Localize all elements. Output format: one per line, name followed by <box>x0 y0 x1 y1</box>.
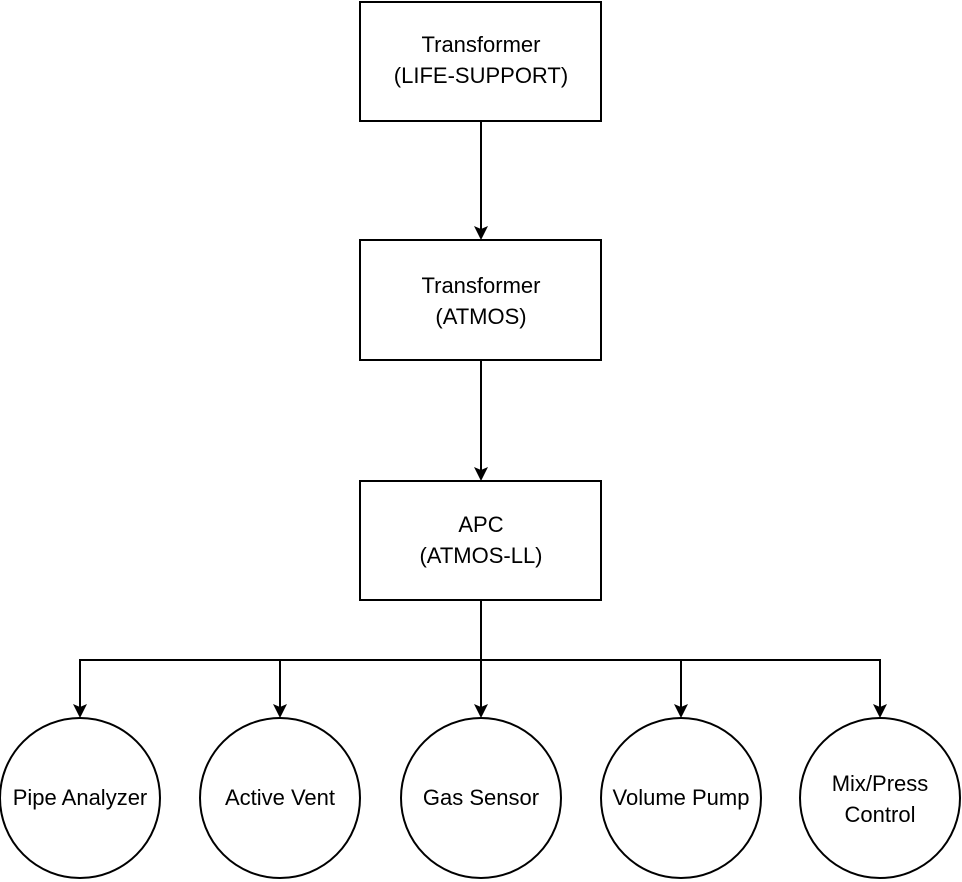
edge-apc-to-bus <box>79 600 881 661</box>
node-label-line2: (LIFE-SUPPORT) <box>394 63 568 88</box>
edge-apc-to-volume-pump <box>674 660 688 718</box>
arrowhead-icon <box>674 704 688 718</box>
node-label-line1: Gas Sensor <box>423 785 539 810</box>
node-label-line2: (ATMOS-LL) <box>419 543 542 568</box>
node-circle[interactable] <box>0 717 161 879</box>
node-mix-press-control[interactable]: Mix/Press Control <box>799 717 961 879</box>
node-apc-atmos-ll[interactable]: APC (ATMOS-LL) <box>359 480 602 601</box>
node-layer-rectangles: Transformer (LIFE-SUPPORT) Transformer (… <box>359 1 602 601</box>
edge-atmos-to-apc <box>474 360 488 481</box>
node-rect[interactable] <box>359 480 602 601</box>
node-rect[interactable] <box>359 1 602 122</box>
arrowhead-icon <box>474 704 488 718</box>
node-label-line1: APC <box>458 512 503 537</box>
arrowhead-icon <box>474 467 488 481</box>
edge-apc-to-active-vent <box>273 660 287 718</box>
node-label-line1: Volume Pump <box>613 785 750 810</box>
node-gas-sensor[interactable]: Gas Sensor <box>400 717 562 879</box>
edge-apc-to-gas-sensor <box>474 660 488 718</box>
node-pipe-analyzer[interactable]: Pipe Analyzer <box>0 717 161 879</box>
node-volume-pump[interactable]: Volume Pump <box>600 717 762 879</box>
node-label-line1: Pipe Analyzer <box>13 785 148 810</box>
node-rect[interactable] <box>359 239 602 361</box>
node-label-line1: Mix/Press <box>832 771 929 796</box>
node-circle[interactable] <box>799 717 961 879</box>
edge-lifesupport-to-atmos <box>474 121 488 240</box>
node-label-line1: Transformer <box>422 32 541 57</box>
node-circle[interactable] <box>400 717 562 879</box>
arrowhead-icon <box>873 704 887 718</box>
node-label-line2: Control <box>845 802 916 827</box>
arrowhead-icon <box>474 226 488 240</box>
node-label-line1: Active Vent <box>225 785 335 810</box>
node-transformer-atmos[interactable]: Transformer (ATMOS) <box>359 239 602 361</box>
arrowhead-icon <box>273 704 287 718</box>
node-label-line1: Transformer <box>422 273 541 298</box>
node-transformer-life-support[interactable]: Transformer (LIFE-SUPPORT) <box>359 1 602 122</box>
node-circle[interactable] <box>600 717 762 879</box>
arrowhead-icon <box>73 704 87 718</box>
node-active-vent[interactable]: Active Vent <box>199 717 361 879</box>
edge-apc-to-mix-press-control <box>873 660 887 718</box>
edge-layer <box>73 121 887 718</box>
edge-apc-to-pipe-analyzer <box>73 660 87 718</box>
node-layer-circles: Pipe Analyzer Active Vent Gas Sensor Vol… <box>0 717 961 879</box>
node-circle[interactable] <box>199 717 361 879</box>
node-label-line2: (ATMOS) <box>435 304 526 329</box>
